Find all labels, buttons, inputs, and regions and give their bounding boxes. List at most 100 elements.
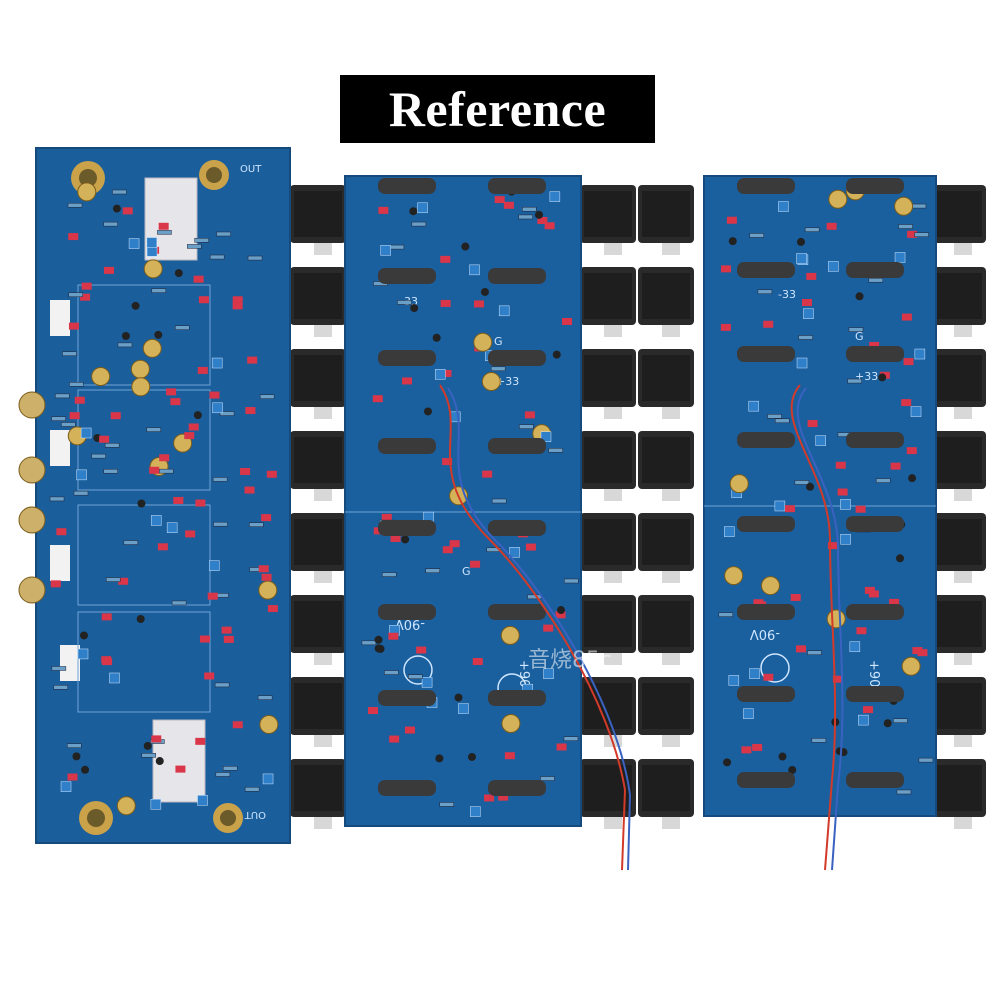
power-resistor [737, 262, 795, 278]
resistor [67, 743, 82, 748]
power-resistor [846, 432, 904, 448]
transistor-small [461, 242, 470, 251]
resistor [219, 411, 235, 416]
trimmer [146, 246, 158, 257]
power-resistor [488, 438, 546, 454]
rail-label-pos33: +33 [496, 375, 519, 388]
transistor-small [409, 207, 418, 216]
resistor [209, 254, 225, 260]
resistor [73, 490, 89, 496]
capacitor-film [266, 470, 277, 478]
power-resistor [846, 178, 904, 194]
capacitor-film [173, 496, 184, 504]
trimmer [748, 400, 759, 412]
capacitor-film [890, 462, 901, 470]
capacitor-film [198, 296, 209, 304]
capacitor-film [158, 222, 169, 230]
capacitor-film [835, 461, 846, 469]
capacitor-film [207, 592, 218, 600]
trimmer [380, 245, 391, 256]
trimmer [840, 499, 851, 510]
capacitor-film [555, 611, 566, 619]
trimmer [434, 369, 446, 380]
capacitor-film [556, 743, 567, 751]
resistor [62, 351, 77, 357]
capacitor-film [68, 322, 79, 330]
resistor [564, 578, 579, 584]
resistor [896, 789, 912, 795]
capacitor-film [122, 207, 133, 215]
electrolytic-capacitor [828, 189, 848, 209]
transistor-small [374, 644, 383, 653]
resistor [49, 496, 65, 502]
capacitor-film [869, 341, 880, 349]
capacitor-film [917, 649, 928, 657]
resistor [105, 577, 121, 582]
resistor [361, 640, 377, 646]
capacitor-film [261, 514, 272, 522]
transistor-small [552, 350, 561, 359]
capacitor-film [197, 366, 208, 374]
capacitor-film [261, 573, 272, 581]
resistor [798, 335, 813, 340]
resistor [918, 757, 934, 763]
transistor-small [778, 752, 787, 761]
capacitor-film [367, 707, 378, 715]
capacitor-film [837, 488, 848, 496]
power-resistor [846, 772, 904, 788]
electrolytic-capacitor [501, 714, 521, 734]
capacitor-film [832, 675, 843, 683]
resistor [527, 594, 542, 600]
electrolytic-capacitor [481, 371, 501, 391]
capacitor-film [195, 737, 206, 745]
trimmer [80, 427, 92, 439]
resistor [146, 427, 161, 432]
trimmer [470, 806, 481, 817]
power-resistor [737, 686, 795, 702]
power-resistor [378, 350, 436, 366]
trimmer [540, 431, 552, 443]
capacitor-film [80, 293, 91, 301]
resistor [55, 393, 70, 399]
capacitor-film [524, 411, 535, 419]
capacitor-film [67, 773, 78, 781]
trimmer [894, 252, 906, 263]
resistor [384, 670, 399, 675]
trimmer [458, 703, 469, 714]
capacitor-film [404, 726, 415, 734]
resistor [718, 612, 734, 617]
transistor-small [878, 373, 887, 382]
power-transistor-rows [290, 185, 986, 829]
resistor [408, 674, 423, 680]
capacitor-film [807, 420, 818, 428]
transistor-small [435, 754, 444, 763]
resistor [389, 244, 405, 250]
trimmer [724, 526, 735, 537]
rail-label-neg90: -90V [750, 626, 780, 641]
capacitor-film [195, 499, 206, 507]
trimmer [774, 500, 786, 512]
trimmer [796, 357, 808, 369]
power-resistor [737, 516, 795, 532]
capacitor-film [232, 296, 243, 304]
capacitor-film [223, 635, 234, 643]
resistor [811, 738, 827, 743]
power-resistor [846, 604, 904, 620]
capacitor-film [110, 412, 121, 420]
resistor [123, 540, 139, 545]
resistor [548, 448, 563, 453]
resistor [157, 230, 172, 235]
capacitor-film [720, 265, 731, 273]
resistor [171, 600, 187, 606]
resistor [216, 231, 231, 237]
trimmer [549, 191, 561, 202]
capacitor-film [741, 746, 752, 754]
capacitor-film [188, 423, 199, 431]
transistor-small [423, 407, 432, 416]
ground-label: G [494, 335, 503, 348]
capacitor-film [806, 272, 817, 280]
electrolytic-capacitor [760, 576, 780, 596]
capacitor-film [185, 530, 196, 538]
capacitor-film [159, 454, 170, 462]
capacitor-film [388, 632, 399, 640]
